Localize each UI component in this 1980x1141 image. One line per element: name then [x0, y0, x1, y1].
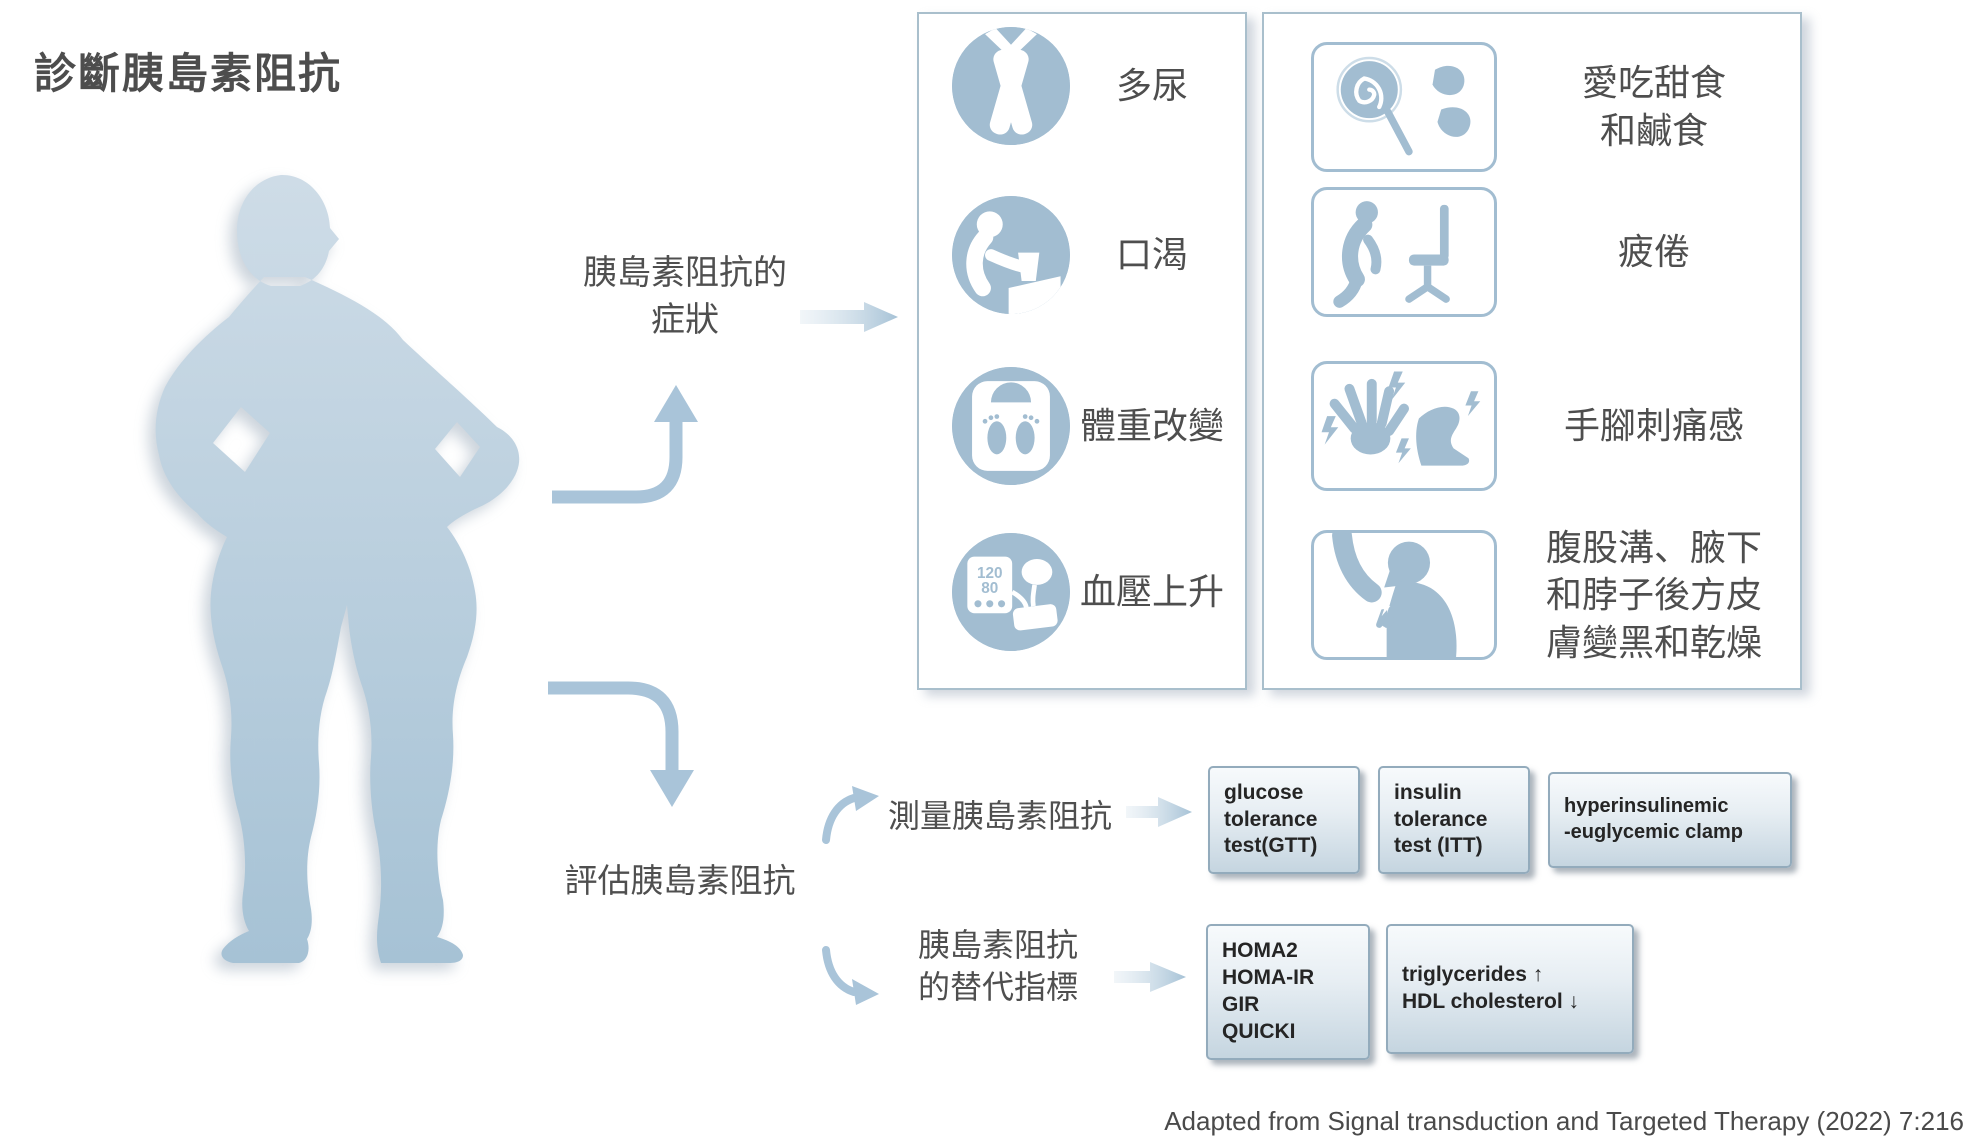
symptom-label: 體重改變: [1079, 404, 1224, 446]
fatigue-icon: [1311, 187, 1497, 317]
arrow-right-to-markers: [1114, 962, 1186, 992]
symptom-row: 口渴: [919, 196, 1245, 314]
symptom-row: 疲倦: [1264, 187, 1800, 317]
arrow-up-to-symptoms: [546, 385, 698, 505]
symptom-label: 口渴: [1115, 233, 1188, 275]
symptom-row: 多尿: [919, 27, 1245, 145]
lipid-markers-box: triglycerides ↑ HDL cholesterol ↓: [1386, 924, 1634, 1054]
swoosh-arrow-measure: [822, 786, 879, 844]
symptom-row: 體重改變: [919, 367, 1245, 485]
arrow-right-to-tests: [1126, 797, 1192, 827]
arrow-down-to-assessment: [540, 680, 694, 807]
symptom-row: 120 80 血壓上升: [919, 533, 1245, 651]
symptom-panel-2: 愛吃甜食 和鹹食: [1262, 12, 1802, 690]
sweet-salty-food-icon: [1311, 42, 1497, 172]
blood-pressure-icon: 120 80: [952, 533, 1070, 651]
glucose-tolerance-test-box: glucose tolerance test(GTT): [1208, 766, 1360, 874]
bp-systolic-value: 120: [977, 565, 1003, 582]
symptom-panel-1: 多尿 口渴: [917, 12, 1247, 690]
measure-branch-label: 測量胰島素阻抗: [887, 798, 1112, 834]
symptom-label: 愛吃甜食 和鹹食: [1581, 62, 1726, 151]
symptom-row: 手腳刺痛感: [1264, 361, 1800, 491]
thirst-drinking-icon: [952, 196, 1070, 314]
symptom-row: 腹股溝、腋下 和脖子後方皮 膚變黑和乾燥: [1264, 527, 1800, 663]
symptoms-branch-label: 胰島素阻抗的 症狀: [583, 254, 787, 339]
symptom-label: 腹股溝、腋下 和脖子後方皮 膚變黑和乾燥: [1545, 526, 1762, 663]
weight-scale-icon: [952, 367, 1070, 485]
page-title: 診斷胰島素阻抗: [34, 50, 343, 97]
obese-person-silhouette-icon: [155, 174, 520, 963]
arrow-right-to-panel1: [800, 302, 898, 332]
surrogate-branch-label: 胰島素阻抗 的替代指標: [917, 927, 1078, 1006]
tingling-hands-feet-icon: [1311, 361, 1497, 491]
surrogate-indices-box: HOMA2 HOMA-IR GIR QUICKI: [1206, 924, 1370, 1060]
symptom-row: 愛吃甜食 和鹹食: [1264, 42, 1800, 172]
insulin-tolerance-test-box: insulin tolerance test (ITT): [1378, 766, 1530, 874]
symptom-label: 血壓上升: [1079, 570, 1224, 612]
symptom-label: 疲倦: [1617, 231, 1690, 273]
bp-diastolic-value: 80: [981, 580, 998, 597]
symptom-label: 手腳刺痛感: [1563, 405, 1744, 447]
symptom-label: 多尿: [1115, 64, 1188, 106]
euglycemic-clamp-box: hyperinsulinemic -euglycemic clamp: [1548, 772, 1792, 868]
swoosh-arrow-surrogate: [822, 946, 879, 1005]
urination-icon: [952, 27, 1070, 145]
citation-text: Adapted from Signal transduction and Tar…: [1164, 1106, 1964, 1136]
assessment-branch-label: 評估胰島素阻抗: [564, 862, 796, 899]
dark-dry-skin-icon: [1311, 530, 1497, 660]
